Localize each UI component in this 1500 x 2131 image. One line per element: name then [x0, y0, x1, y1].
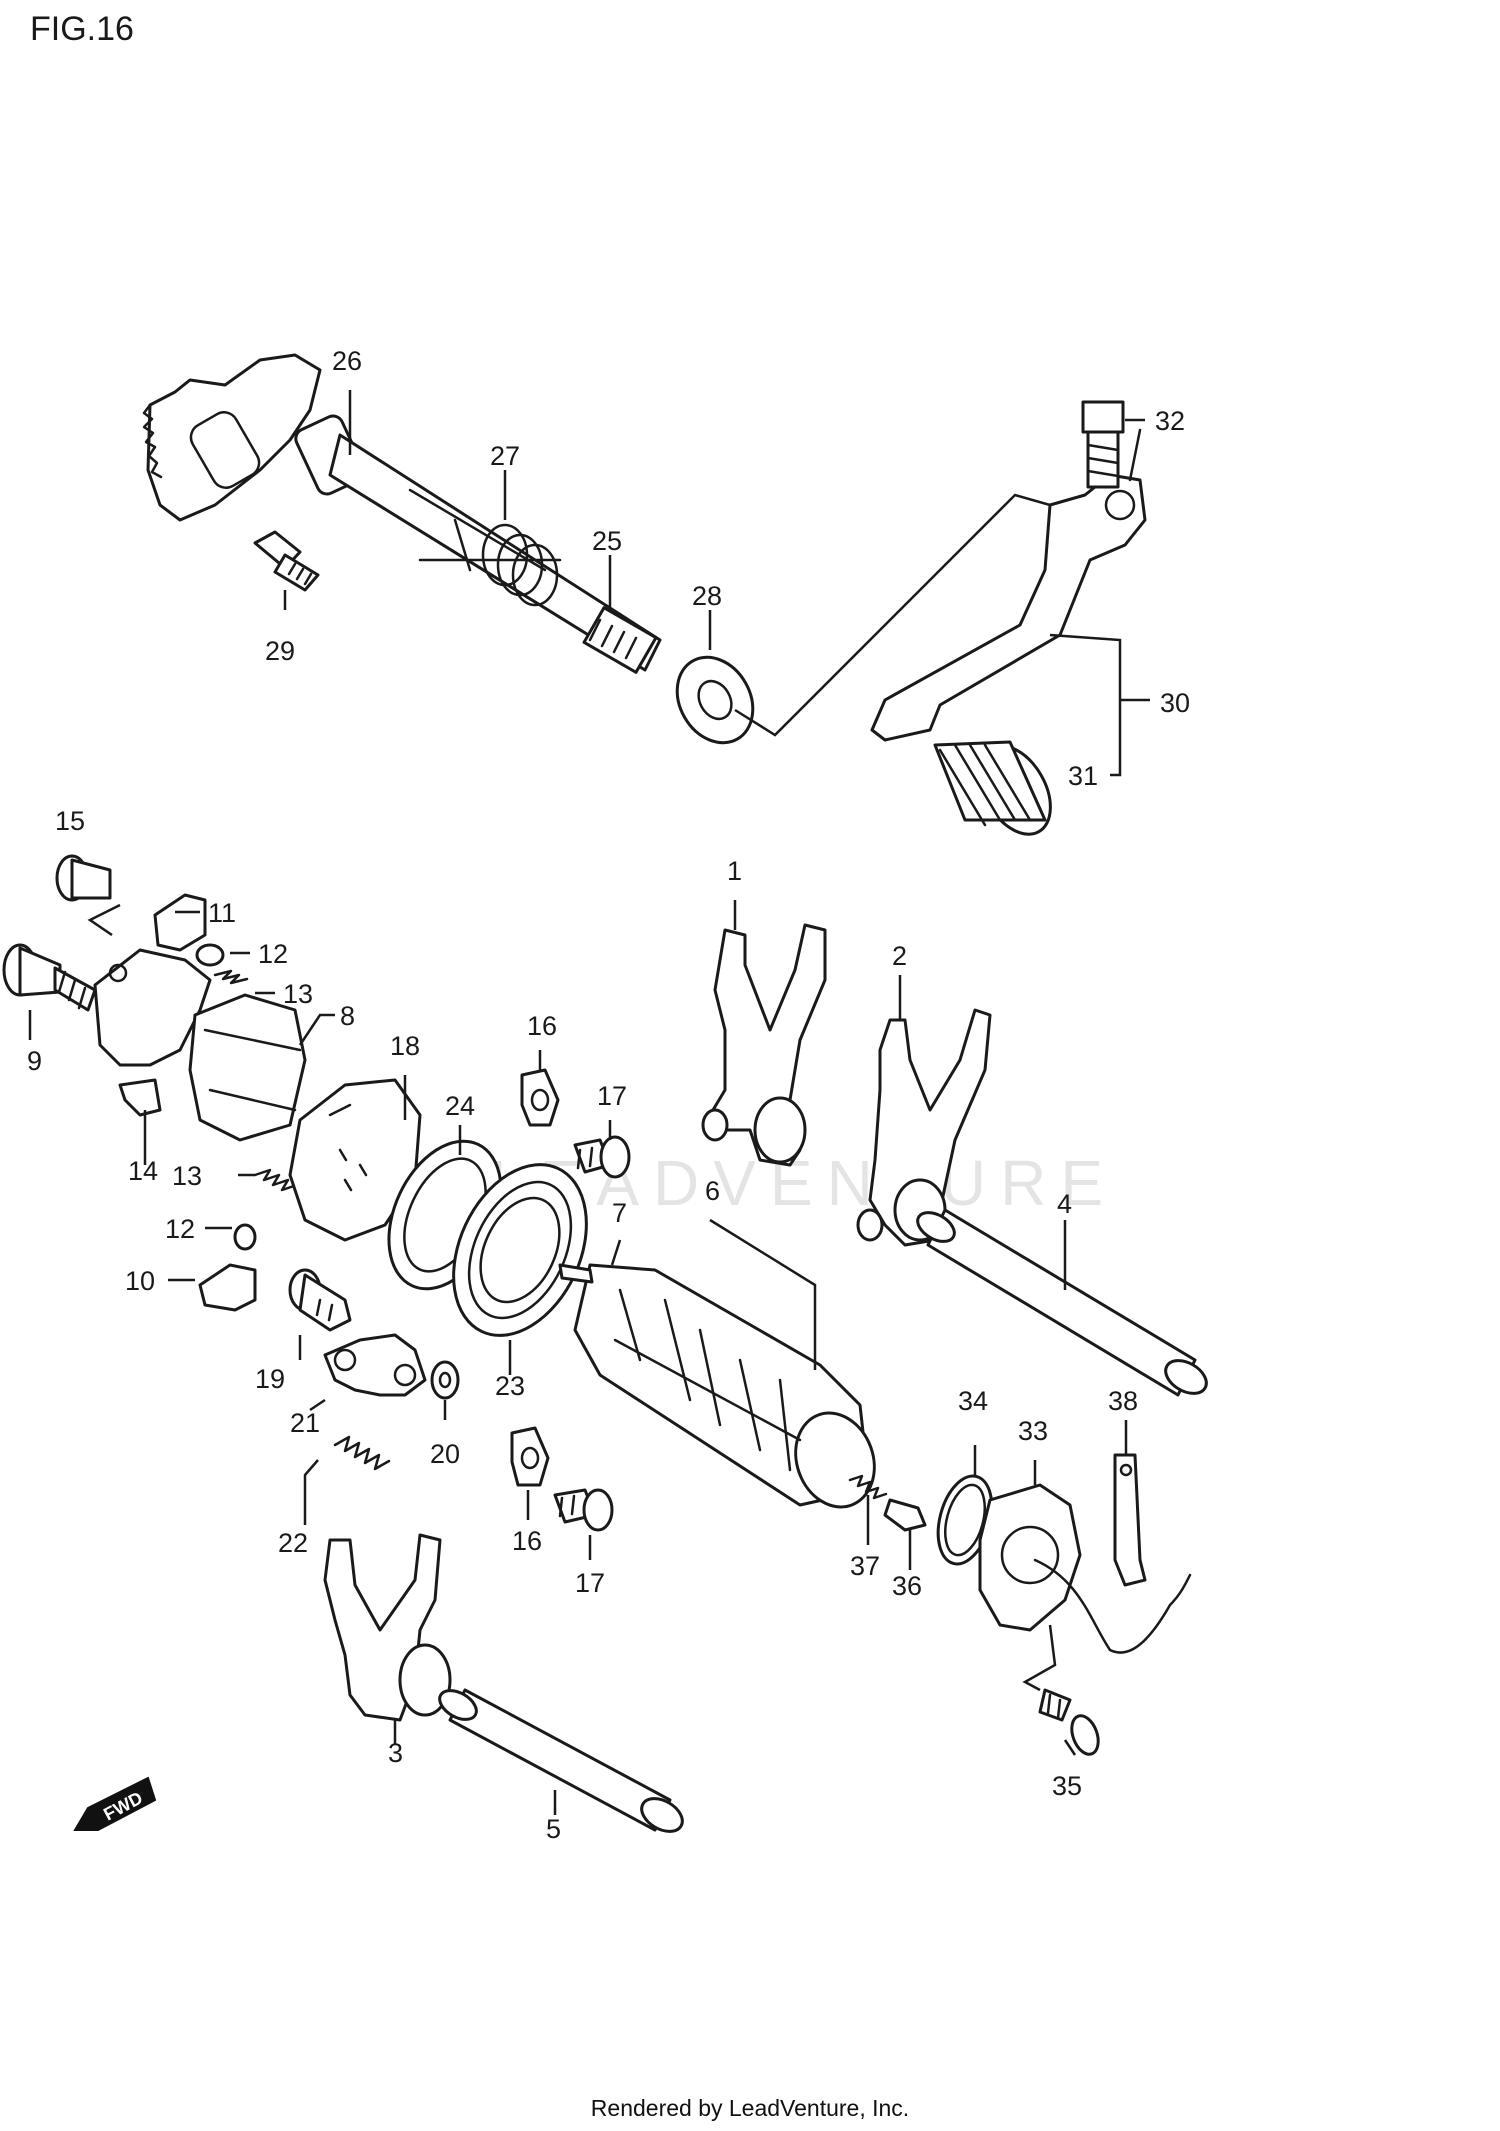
part-13-spring-lower	[253, 1168, 299, 1192]
callout-16: 16	[527, 1011, 557, 1041]
part-9-bolt	[2, 943, 97, 1012]
callout-13: 13	[283, 979, 313, 1009]
callout-13-lower: 13	[172, 1161, 202, 1191]
callout-19: 19	[255, 1364, 285, 1394]
callout-32: 32	[1155, 406, 1185, 436]
figure-title: FIG.16	[30, 10, 134, 48]
callout-34: 34	[958, 1386, 988, 1416]
callout-11: 11	[208, 898, 236, 928]
part-11-pawl	[153, 893, 207, 952]
footer-credit: Rendered by LeadVenture, Inc.	[591, 2095, 909, 2121]
callout-16-lower: 16	[512, 1526, 542, 1556]
part-17-screw	[573, 1135, 631, 1179]
part-30-gearshift-pedal	[870, 428, 1147, 742]
callout-9: 9	[27, 1046, 42, 1076]
part-37-spring	[848, 1474, 888, 1500]
part-16-plate	[520, 1068, 560, 1127]
part-12-pin	[195, 943, 225, 967]
callout-1: 1	[727, 856, 742, 886]
callout-15: 15	[55, 806, 85, 836]
part-5-fork-shaft	[438, 1688, 684, 1833]
part-35-screw	[1022, 1624, 1100, 1756]
callout-22: 22	[278, 1528, 308, 1558]
callout-36: 36	[892, 1571, 922, 1601]
callout-7: 7	[612, 1198, 627, 1228]
callout-21: 21	[290, 1408, 320, 1438]
callout-17-lower: 17	[575, 1568, 605, 1598]
callout-17: 17	[597, 1081, 627, 1111]
part-13-spring	[213, 969, 249, 985]
part-7-pin	[558, 1239, 622, 1284]
part-19-bolt	[288, 1268, 352, 1332]
callout-38: 38	[1108, 1386, 1138, 1416]
part-8-cam-guide	[188, 993, 335, 1142]
callout-numbers: 26 27 25 28 29 32 30 31 15 11 12 13 9 8 …	[27, 346, 1190, 1844]
callout-23: 23	[495, 1371, 525, 1401]
callout-5: 5	[546, 1814, 561, 1844]
part-38-wire-clamp	[1113, 1453, 1147, 1587]
callout-24: 24	[445, 1091, 475, 1121]
callout-10: 10	[125, 1266, 155, 1296]
callout-29: 29	[265, 636, 295, 666]
callout-30: 30	[1160, 688, 1190, 718]
part-16-plate-lower	[510, 1426, 550, 1487]
callout-8: 8	[340, 1001, 355, 1031]
part-22-spring	[303, 1435, 391, 1525]
callout-14: 14	[128, 1156, 158, 1186]
callout-26: 26	[332, 346, 362, 376]
part-33-gear-position-switch	[978, 1483, 1192, 1654]
part-27-return-spring	[408, 488, 562, 607]
fwd-arrow-icon: FWD	[73, 1776, 157, 1831]
callout-18: 18	[390, 1031, 420, 1061]
callout-3: 3	[388, 1738, 403, 1768]
part-14-stopper	[93, 948, 212, 1165]
callout-37: 37	[850, 1551, 880, 1581]
callout-12-lower: 12	[165, 1214, 195, 1244]
part-10-pawl	[198, 1263, 257, 1312]
part-32-bolt	[1081, 400, 1125, 489]
callout-31: 31	[1068, 761, 1098, 791]
part-6-shift-drum	[573, 1263, 876, 1509]
callout-28: 28	[692, 581, 722, 611]
part-31-pedal-rubber	[933, 740, 1052, 836]
callout-27: 27	[490, 441, 520, 471]
part-20-washer	[430, 1360, 460, 1400]
callout-4: 4	[1057, 1189, 1072, 1219]
callout-6: 6	[705, 1176, 720, 1206]
part-25-shaft-spline	[582, 606, 658, 674]
callout-35: 35	[1052, 1771, 1082, 1801]
part-3-shift-fork	[323, 1533, 452, 1722]
callout-25: 25	[592, 526, 622, 556]
callout-12: 12	[258, 939, 288, 969]
part-1-shift-fork	[701, 923, 827, 1167]
part-29-bolt	[253, 530, 320, 610]
callout-33: 33	[1018, 1416, 1048, 1446]
part-21-gearshift-arm	[323, 1333, 427, 1397]
part-4-fork-shaft	[916, 1208, 1208, 1397]
callout-2: 2	[892, 941, 907, 971]
part-26-gearshift-shaft	[142, 353, 662, 672]
part-12-pin-lower	[233, 1223, 257, 1251]
part-28-oil-seal	[675, 493, 1051, 745]
part-15-bolt	[55, 854, 121, 937]
callout-leaders	[28, 390, 1150, 1815]
callout-20: 20	[430, 1439, 460, 1469]
part-36-pin	[883, 1498, 927, 1532]
part-17-screw-lower	[553, 1488, 614, 1532]
